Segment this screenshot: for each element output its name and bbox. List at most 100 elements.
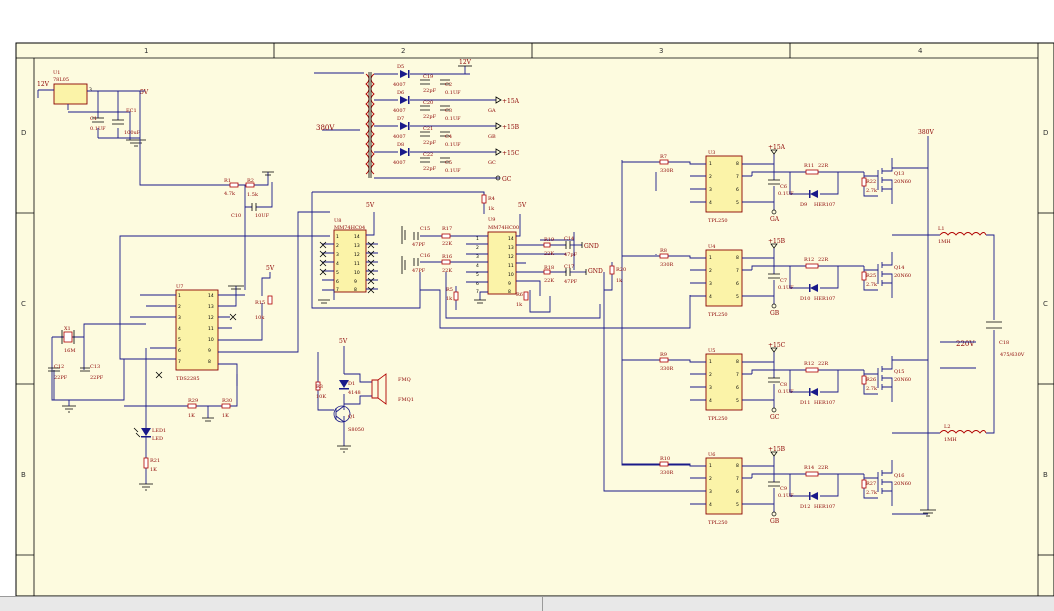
svg-text:14: 14 [508, 236, 514, 242]
svg-text:C18: C18 [999, 340, 1009, 346]
zone-row-c-left: C [21, 300, 26, 308]
svg-text:4: 4 [178, 326, 181, 332]
svg-text:R6: R6 [516, 292, 523, 298]
svg-text:D7: D7 [397, 116, 404, 122]
svg-text:U1: U1 [53, 70, 60, 76]
schematic-sheet: 1 2 3 4 D C B D C B U1 78L05 12V 3 C1 0.… [15, 42, 1054, 596]
zone-row-d-right: D [1043, 129, 1048, 137]
svg-text:4007: 4007 [393, 160, 406, 166]
net-5v-u8: 5V [366, 202, 375, 209]
svg-text:3: 3 [178, 315, 181, 321]
svg-text:R2: R2 [247, 178, 254, 184]
zone-col-1: 1 [144, 47, 148, 55]
svg-text:0.1UF: 0.1UF [445, 142, 461, 148]
svg-text:MM74HC04: MM74HC04 [334, 225, 365, 231]
svg-text:10K: 10K [316, 394, 326, 400]
net-12v: 12V [37, 81, 50, 88]
svg-text:12: 12 [508, 254, 514, 260]
svg-text:9: 9 [208, 348, 211, 354]
svg-text:22K: 22K [544, 278, 554, 284]
net-5v-u9: 5V [518, 202, 527, 209]
svg-text:U7: U7 [176, 284, 183, 290]
svg-text:5: 5 [476, 272, 479, 278]
svg-text:11: 11 [508, 263, 514, 269]
net-15c-top: +15C [502, 150, 520, 157]
svg-text:GC: GC [488, 160, 496, 166]
svg-text:L1: L1 [938, 226, 945, 232]
svg-text:0.1UF: 0.1UF [445, 168, 461, 174]
svg-text:9: 9 [508, 281, 511, 287]
svg-text:100uF: 100uF [124, 130, 141, 136]
svg-text:U8: U8 [334, 218, 341, 224]
svg-text:R18: R18 [544, 265, 554, 271]
net-5v-buzzer: 5V [339, 338, 348, 345]
svg-text:22pF: 22pF [423, 140, 437, 146]
svg-text:47PF: 47PF [412, 242, 426, 248]
status-bar [0, 596, 1054, 611]
svg-text:R4: R4 [488, 196, 495, 202]
net-380v-right: 380V [918, 129, 934, 136]
svg-text:47PF: 47PF [412, 268, 426, 274]
svg-text:1k: 1k [616, 278, 623, 284]
svg-text:1K: 1K [188, 413, 195, 419]
zone-col-3: 3 [659, 47, 663, 55]
net-gnd-c17: GND [588, 268, 603, 275]
svg-text:14: 14 [208, 293, 214, 299]
svg-text:Q1: Q1 [348, 414, 355, 420]
svg-text:1MH: 1MH [938, 239, 951, 245]
net-5v-top: 5V [140, 89, 149, 96]
svg-text:C12: C12 [54, 364, 64, 370]
zone-col-2: 2 [401, 47, 405, 55]
svg-text:10UF: 10UF [255, 213, 270, 219]
svg-text:22PF: 22PF [90, 375, 104, 381]
svg-text:14: 14 [354, 234, 360, 240]
svg-text:C1: C1 [90, 116, 97, 122]
svg-text:1k: 1k [488, 206, 495, 212]
svg-text:C19: C19 [423, 74, 433, 80]
svg-text:8: 8 [354, 287, 357, 293]
svg-text:6: 6 [336, 279, 339, 285]
svg-text:R30: R30 [222, 398, 232, 404]
svg-text:C17: C17 [564, 264, 574, 270]
svg-text:C14: C14 [564, 236, 574, 242]
svg-text:LED1: LED1 [152, 428, 166, 434]
svg-text:22pF: 22pF [423, 88, 437, 94]
zone-row-b-left: B [21, 471, 26, 479]
net-gnd-c14: GND [584, 243, 599, 250]
net-12v-top: 12V [459, 59, 472, 66]
svg-text:R20: R20 [616, 267, 626, 273]
svg-text:13: 13 [208, 304, 214, 310]
transformer-section: 380V D5 D6 D7 D8 4007 4007 4007 4007 C19… [314, 59, 520, 183]
status-divider [542, 597, 543, 611]
svg-text:S8050: S8050 [348, 427, 364, 433]
svg-text:22pF: 22pF [423, 114, 437, 120]
svg-text:13: 13 [508, 245, 514, 251]
svg-text:1: 1 [178, 293, 181, 299]
r29-r30: R29 1K R30 1K [124, 374, 238, 422]
svg-text:7: 7 [178, 359, 181, 365]
svg-text:10: 10 [508, 272, 514, 278]
svg-text:1k: 1k [446, 296, 453, 302]
svg-text:U9: U9 [488, 217, 495, 223]
svg-text:R16: R16 [442, 254, 452, 260]
svg-text:C3: C3 [445, 108, 452, 114]
net-15b-top: +15B [502, 124, 520, 131]
svg-text:78L05: 78L05 [53, 77, 69, 83]
svg-text:47pF: 47pF [564, 252, 578, 258]
svg-text:11: 11 [208, 326, 214, 332]
svg-text:4: 4 [476, 263, 479, 269]
rc-network: R1 4.7k R2 1.5k C10 10UF [139, 91, 274, 290]
svg-text:10: 10 [208, 337, 214, 343]
svg-text:8: 8 [208, 359, 211, 365]
svg-text:10: 10 [354, 270, 360, 276]
svg-text:6: 6 [476, 281, 479, 287]
svg-text:L2: L2 [944, 424, 951, 430]
buzzer-circuit: 5V R3 10K D1 4148 Q1 S8050 FMQ FMQ1 [315, 338, 414, 453]
net-5v-r15: 5V [266, 265, 275, 272]
svg-text:R19: R19 [544, 237, 554, 243]
svg-text:1: 1 [476, 236, 479, 242]
svg-text:MM74HC00: MM74HC00 [488, 225, 519, 231]
